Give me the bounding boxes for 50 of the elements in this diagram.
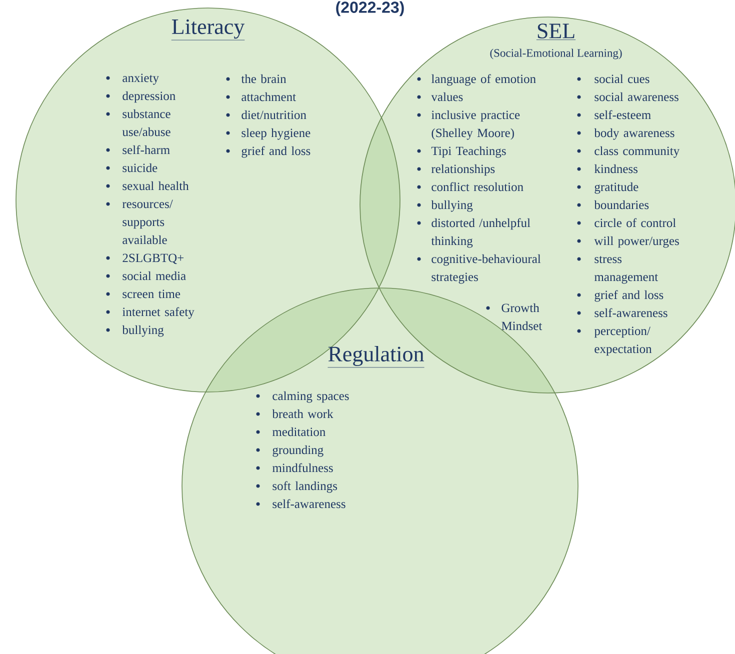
list-item: kindness: [577, 164, 638, 174]
list-item: sleep hygiene: [226, 128, 310, 140]
list-item: grief and loss: [577, 290, 664, 302]
list-item: meditation: [256, 427, 326, 436]
list-item: will power/urges: [577, 236, 679, 248]
list-item: self-awareness: [577, 308, 668, 318]
circle-subtitle: (Social-Emotional Learning): [490, 48, 622, 60]
list-item: inclusive practice (Shelley Moore): [417, 110, 520, 140]
list-item: cognitive-behavioural strategies: [417, 254, 541, 284]
list-item: body awareness: [577, 128, 674, 140]
list-item: grief and loss: [226, 146, 310, 158]
list-item: diet/nutrition: [226, 110, 306, 120]
list-item: gratitude: [577, 182, 638, 194]
list-item: depression: [106, 91, 176, 103]
list-item: grounding: [256, 445, 324, 457]
list-item: suicide: [106, 163, 158, 172]
list-item: internet safety: [106, 307, 194, 319]
list-item: language of emotion: [417, 74, 536, 86]
list-item: social awareness: [577, 92, 678, 102]
list-item: self-esteem: [577, 110, 651, 120]
list-item: Growth Mindset: [486, 303, 542, 330]
list-item: circle of control: [577, 218, 676, 228]
list-item: breath work: [256, 409, 334, 418]
circle-heading: SEL: [536, 24, 576, 40]
list-item: sexual health: [106, 181, 189, 190]
list-item: 2SLGBTQ+: [106, 254, 184, 264]
list-item: social media: [106, 271, 186, 280]
list-item: soft landings: [256, 481, 338, 493]
circle-heading: Regulation: [328, 346, 424, 368]
list-item: perception/ expectation: [577, 326, 652, 356]
list-item: social cues: [577, 74, 650, 84]
title: (2022-23): [336, 1, 404, 16]
list-item: mindfulness: [256, 463, 333, 472]
circle-heading: Literacy: [171, 19, 245, 40]
list-item: attachment: [226, 92, 296, 102]
list-item: resources/ supports available: [106, 200, 173, 244]
list-item: Tipi Teachings: [417, 146, 506, 158]
list-item: bullying: [106, 325, 164, 337]
list-item: conflict resolution: [417, 182, 524, 192]
list-item: bullying: [417, 200, 473, 212]
list-item: anxiety: [106, 74, 159, 85]
list-item: self-awareness: [256, 499, 346, 508]
list-item: calming spaces: [256, 391, 349, 403]
list-item: self-harm: [106, 145, 170, 154]
list-item: the brain: [226, 74, 286, 84]
list-item: screen time: [106, 290, 180, 298]
list-item: class community: [577, 146, 680, 158]
list-item: boundaries: [577, 200, 649, 210]
list-item: relationships: [417, 164, 495, 176]
list-item: values: [417, 92, 463, 102]
